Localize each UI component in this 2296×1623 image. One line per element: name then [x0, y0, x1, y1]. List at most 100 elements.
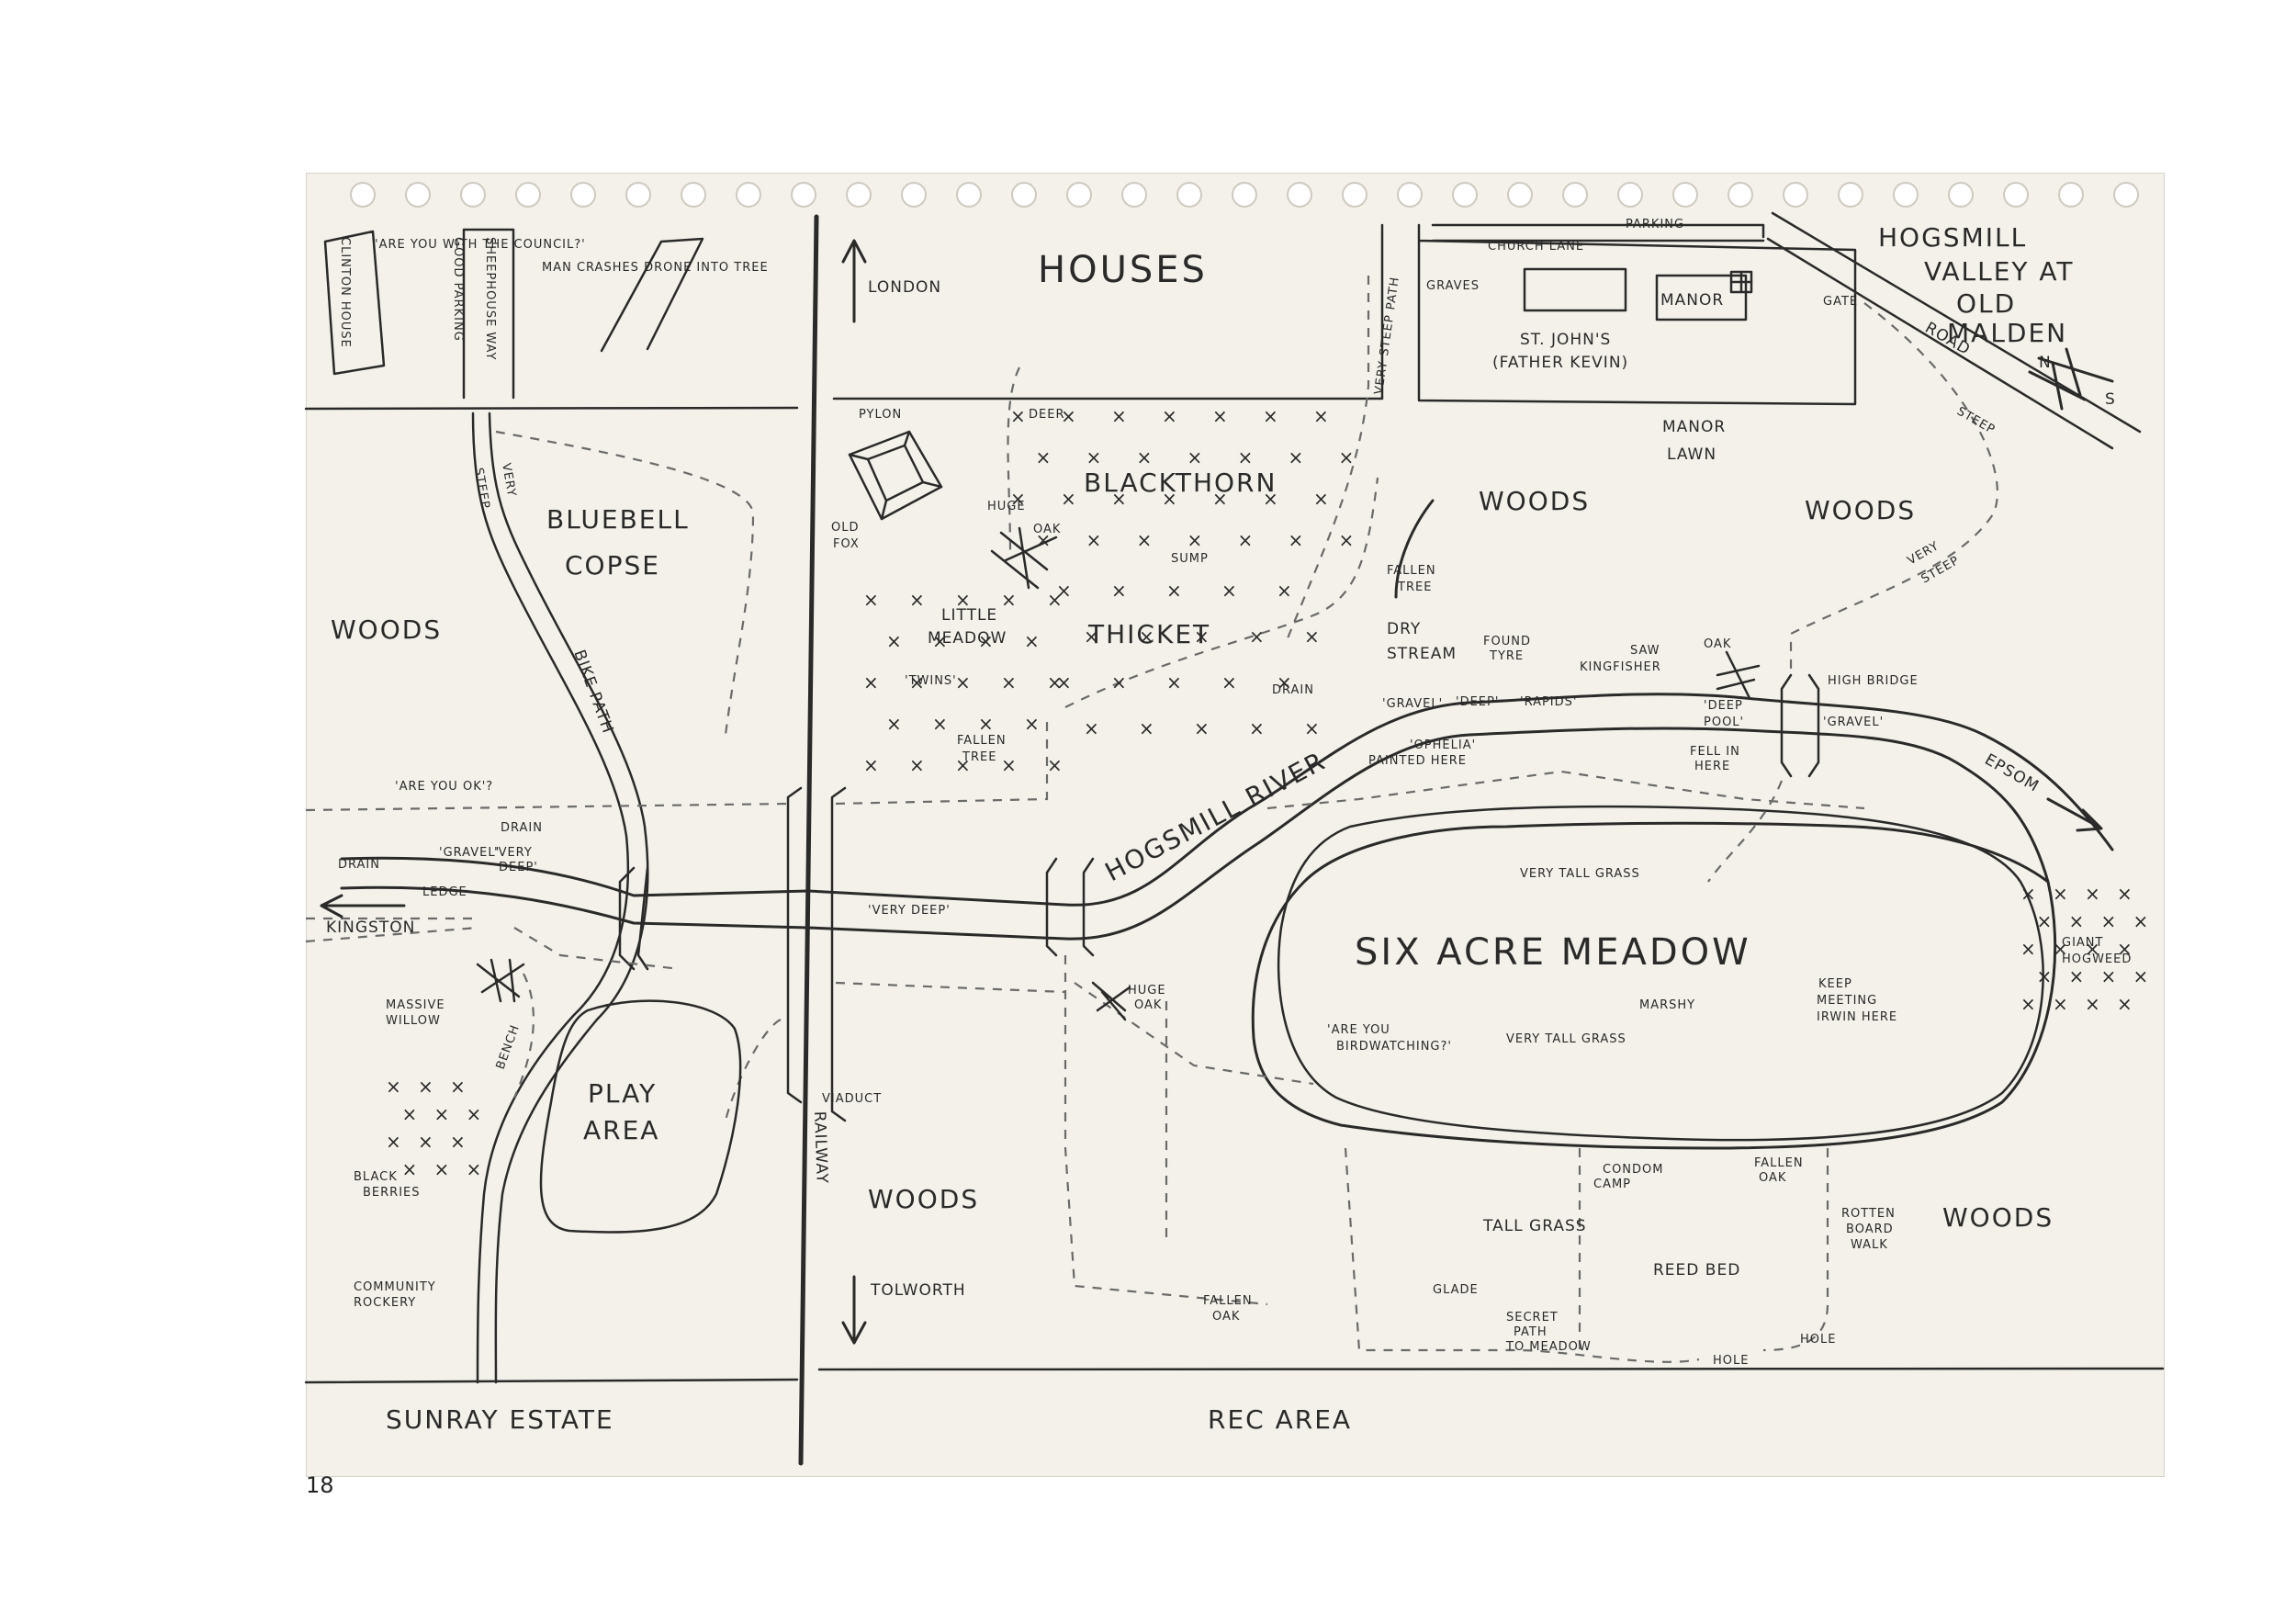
road-lines	[304, 211, 2165, 1384]
label-houses: HOUSES	[1038, 249, 1208, 291]
scrub-x-mark: ×	[434, 1158, 450, 1180]
note-drain-w2: DRAIN	[338, 858, 380, 872]
label-church-1: ST. JOHN'S	[1520, 331, 1611, 349]
note-ophelia-1: 'OPHELIA'	[1410, 738, 1476, 752]
label-kingston: KINGSTON	[326, 919, 415, 937]
scrub-x-mark: ×	[1010, 405, 1026, 427]
label-bluebell-2: COPSE	[565, 550, 660, 580]
scrub-x-mark: ×	[1212, 405, 1228, 427]
note-gravel-w: 'GRAVEL'	[439, 846, 500, 860]
label-woods-north: WOODS	[1479, 486, 1590, 516]
scrub-x-mark: ×	[1339, 529, 1355, 551]
compass-s: S	[2105, 390, 2116, 409]
scrub-x-mark: ×	[1194, 717, 1210, 739]
six-acre-meadow-boundary	[1277, 805, 2044, 1142]
label-woods-south: WOODS	[868, 1184, 979, 1214]
scrub-x-mark: ×	[1061, 488, 1076, 510]
scrub-x-mark: ×	[1277, 580, 1292, 602]
scrub-x-mark: ×	[1166, 580, 1182, 602]
scrub-x-mark: ×	[2020, 993, 2036, 1015]
scrub-x-mark: ×	[1086, 446, 1102, 468]
label-thicket: THICKET	[1087, 619, 1210, 649]
note-bench: BENCH	[494, 1023, 523, 1072]
label-sheephouse-way: SHEEPHOUSE WAY	[483, 237, 497, 360]
scrub-x-mark: ×	[1289, 529, 1304, 551]
scrub-x-mark: ×	[932, 713, 948, 735]
map-title-line-1: HOGSMILL	[1878, 222, 2027, 253]
note-keep-3: IRWIN HERE	[1817, 1010, 1897, 1024]
label-woods-west: WOODS	[331, 614, 442, 645]
house-blocks	[323, 228, 704, 400]
note-hogweed-2: HOGWEED	[2062, 952, 2132, 966]
scrub-x-mark: ×	[402, 1158, 418, 1180]
scrub-x-mark: ×	[1139, 626, 1154, 648]
scrub-x-mark: ×	[1047, 754, 1063, 776]
note-fallen-tree-s-2: TREE	[962, 750, 996, 764]
note-old-fox-1: OLD	[831, 521, 860, 535]
label-little-2: MEADOW	[928, 629, 1007, 648]
tree-markers	[476, 526, 1761, 1021]
note-huge-oak-n-1: HUGE	[987, 500, 1026, 513]
scrub-x-mark: ×	[2085, 883, 2100, 905]
scrub-x-mark: ×	[2101, 910, 2117, 932]
scrub-x-mark: ×	[1024, 630, 1040, 652]
label-parking: PARKING	[1626, 218, 1684, 231]
note-fell-in-1: FELL IN	[1690, 745, 1740, 759]
note-council: 'ARE YOU WITH THE COUNCIL?'	[375, 238, 586, 252]
note-huge-oak-s-1: HUGE	[1128, 984, 1166, 997]
label-london: LONDON	[868, 278, 941, 297]
scrub-x-mark: ×	[1001, 589, 1017, 611]
scrub-x-mark: ×	[2020, 883, 2036, 905]
scrub-x-mark: ×	[1111, 488, 1127, 510]
scrub-x-mark: ×	[1036, 446, 1052, 468]
note-deep-pool-1: 'DEEP	[1704, 699, 1743, 713]
note-found-tyre-2: TYRE	[1489, 649, 1524, 663]
note-rotten-3: WALK	[1851, 1238, 1888, 1252]
scrub-x-mark: ×	[2117, 938, 2133, 960]
scrub-x-mark: ×	[2069, 965, 2085, 987]
note-twins: 'TWINS'	[905, 674, 957, 688]
scrub-x-mark: ×	[909, 589, 925, 611]
scrub-x-mark: ×	[955, 671, 971, 693]
label-tolworth: TOLWORTH	[870, 1281, 966, 1300]
scrub-x-mark: ×	[1056, 671, 1072, 693]
note-fallen-oak-s1: FALLEN	[1203, 1294, 1253, 1308]
label-church-lane: CHURCH LANE	[1488, 240, 1584, 254]
scrub-x-mark: ×	[863, 589, 879, 611]
scrub-x-mark: ×	[2101, 965, 2117, 987]
church-manor-buildings	[1523, 267, 1753, 321]
note-fallen-oak-e1: FALLEN	[1754, 1156, 1804, 1170]
compass-icon	[2037, 347, 2114, 397]
note-huge-oak-n-2: OAK	[1033, 523, 1061, 536]
scrub-x-mark: ×	[1221, 580, 1237, 602]
note-condom-1: CONDOM	[1603, 1163, 1664, 1177]
label-clinton-house: CLINTON HOUSE	[338, 237, 352, 348]
note-tall-grass: TALL GRASS	[1482, 1217, 1587, 1235]
note-blackberries-1: BLACK	[354, 1170, 398, 1184]
label-bike-path: BIKE PATH	[569, 648, 616, 737]
scrub-x-mark: ×	[450, 1131, 466, 1153]
label-play-2: AREA	[583, 1115, 659, 1145]
note-rapids: 'RAPIDS'	[1520, 695, 1577, 709]
note-fallen-tree-n-2: TREE	[1397, 580, 1432, 594]
note-fallen-oak-s2: OAK	[1212, 1310, 1240, 1324]
note-gravel-2: 'GRAVEL'	[1823, 716, 1884, 729]
scrub-x-mark: ×	[1263, 488, 1278, 510]
label-viaduct: VIADUCT	[822, 1092, 882, 1106]
scrub-x-mark: ×	[2037, 965, 2053, 987]
label-sunray-estate: SUNRAY ESTATE	[386, 1404, 614, 1435]
scrub-x-mark: ×	[1036, 529, 1052, 551]
label-epsom: EPSOM	[1982, 750, 2043, 796]
note-fallen-oak-e2: OAK	[1759, 1171, 1786, 1185]
page-number: 18	[306, 1472, 334, 1498]
note-saw-kf-1: SAW	[1630, 644, 1660, 658]
scrub-x-mark: ×	[386, 1076, 401, 1098]
label-railway: RAILWAY	[810, 1110, 831, 1184]
scrub-x-mark: ×	[1047, 589, 1063, 611]
play-area-outline	[539, 999, 742, 1234]
note-fell-in-2: HERE	[1694, 760, 1730, 773]
note-dry-stream-2: STREAM	[1387, 645, 1457, 663]
scrub-x-mark: ×	[2020, 938, 2036, 960]
label-woods-east: WOODS	[1942, 1202, 2054, 1233]
scrub-x-mark: ×	[1162, 488, 1177, 510]
